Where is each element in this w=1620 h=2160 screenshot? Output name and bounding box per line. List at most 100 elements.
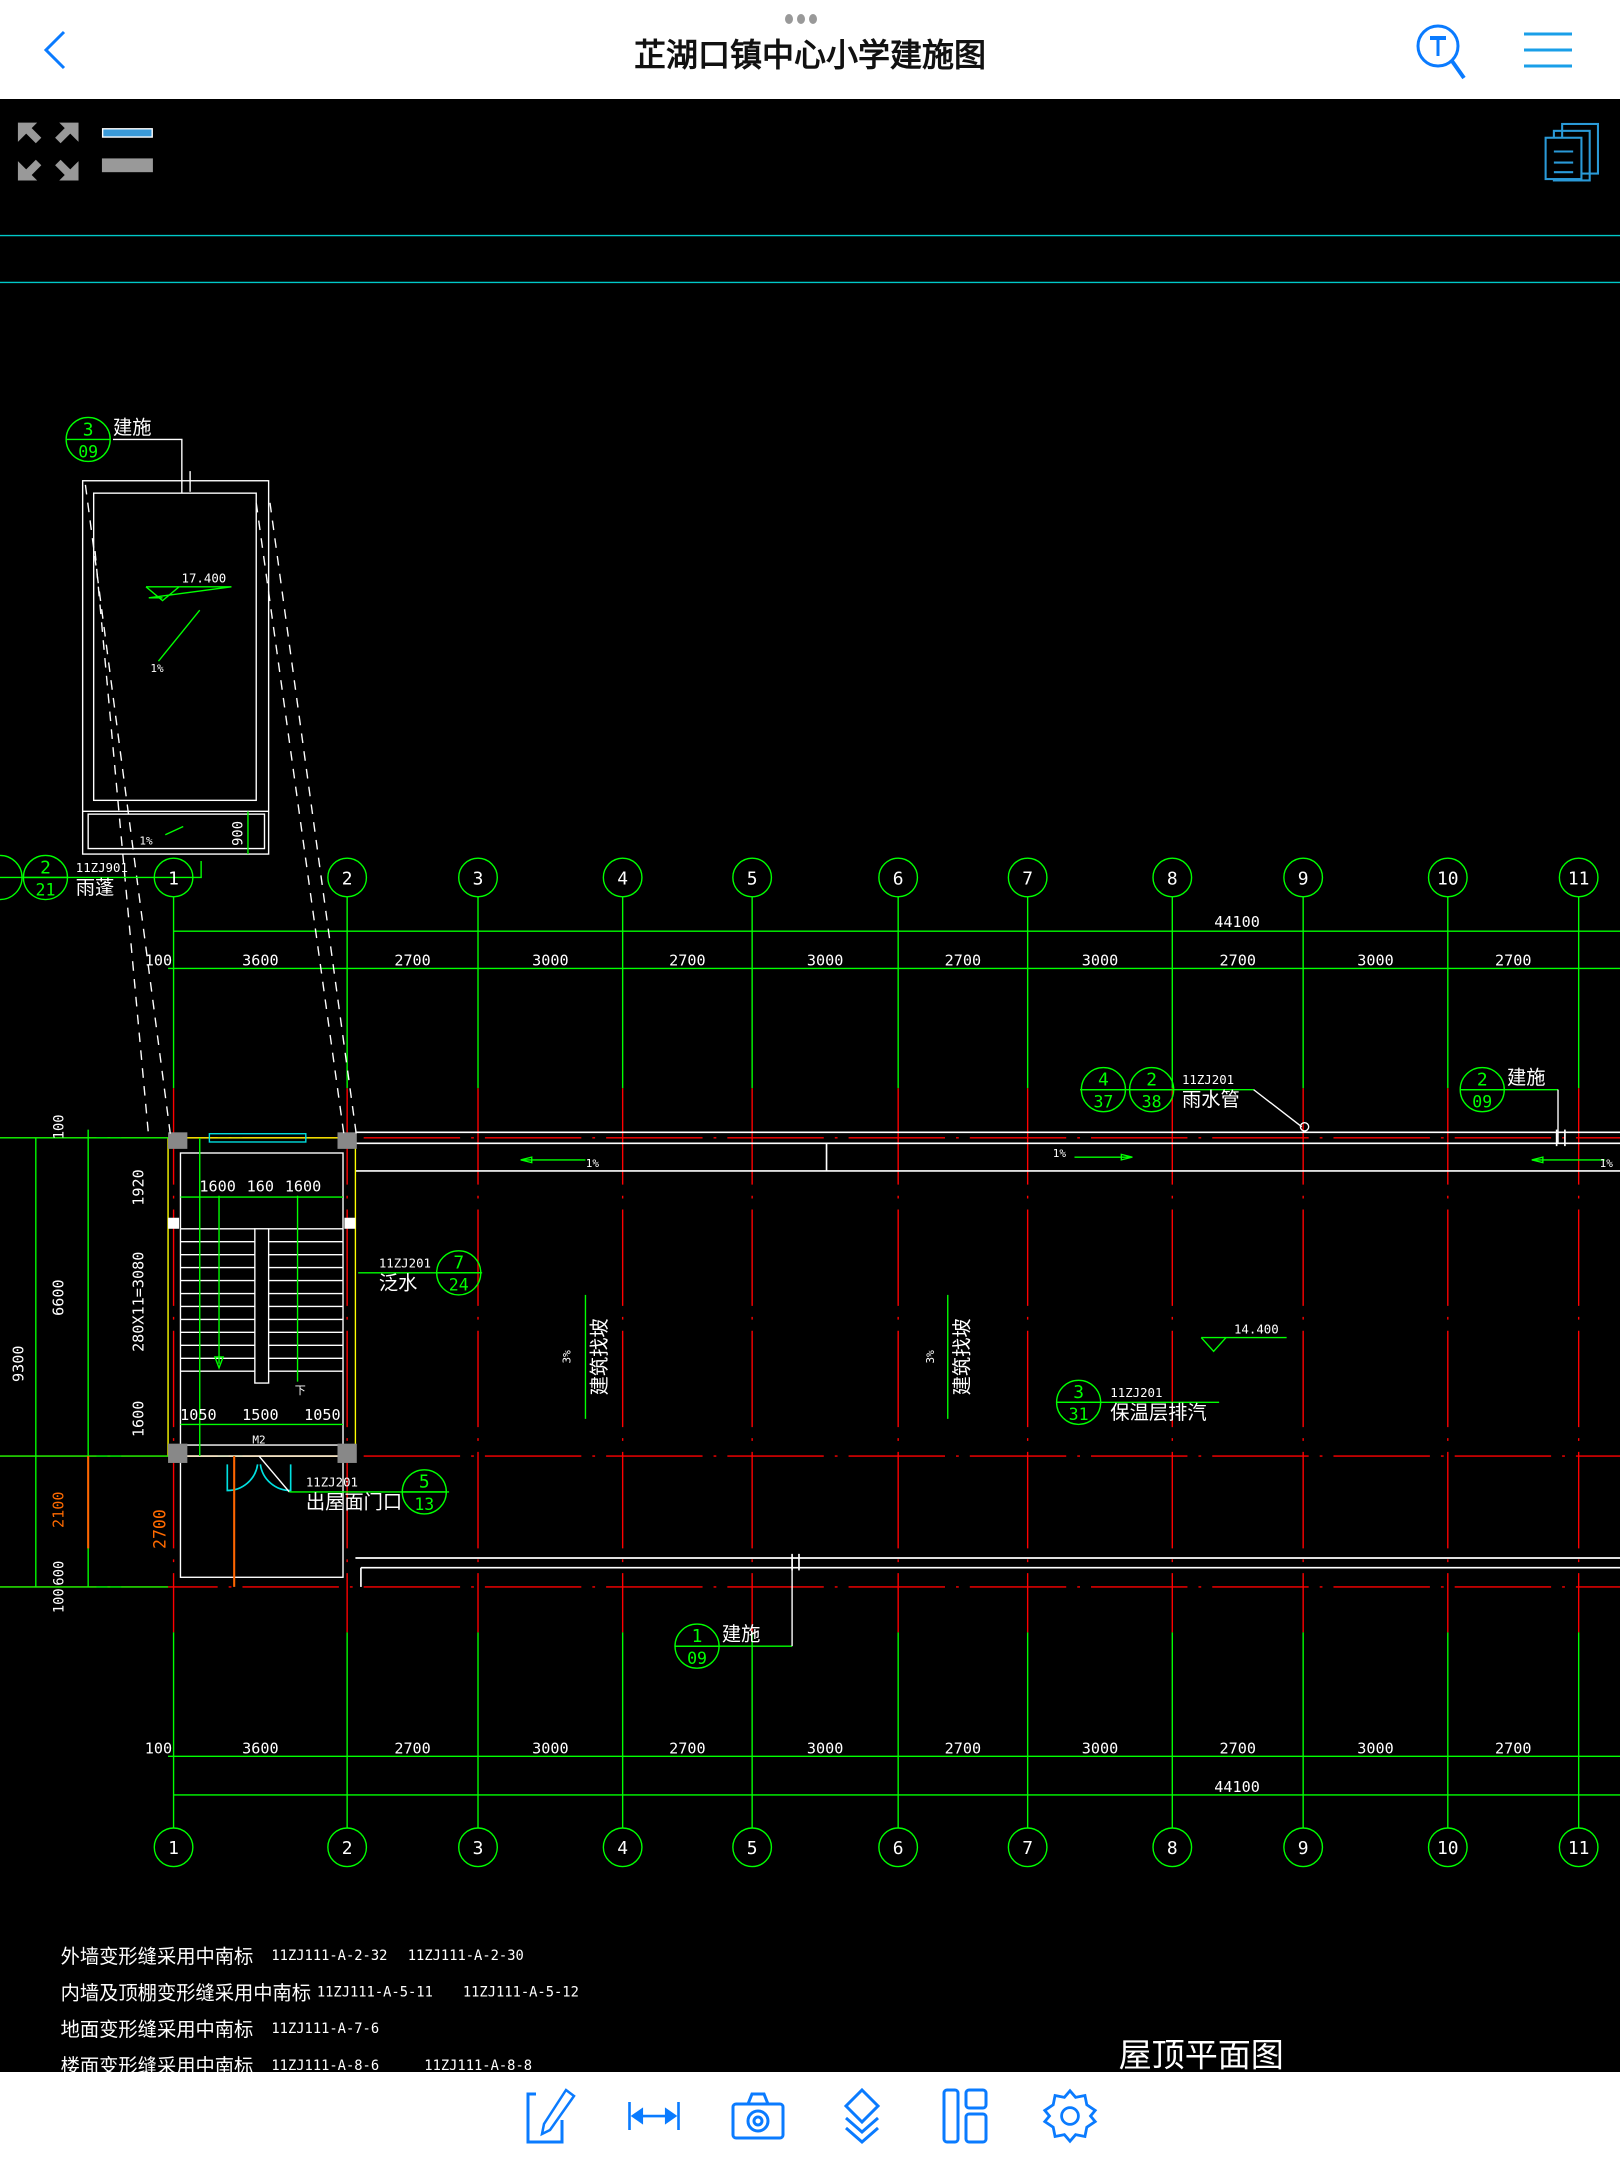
text-search-icon (1416, 24, 1466, 80)
ref-5-13-code: 11ZJ201 (306, 1474, 358, 1489)
axis-label-2: 2 (342, 1838, 353, 1859)
axis-bubble (1007, 1827, 1048, 1868)
axis-label-6: 6 (893, 868, 904, 889)
dimension-text: 1600 (129, 1401, 147, 1437)
dimension-text: 2700 (945, 1740, 981, 1758)
note-ref: 11ZJ111-A-5-12 (463, 1985, 579, 2001)
slope-text: 3% (924, 1350, 937, 1364)
dimension-text: 6600 (49, 1279, 67, 1315)
axis-label-1: 1 (168, 868, 179, 889)
stair-dimension-text: 1600 (199, 1178, 235, 1196)
dimension-text: 2700 (394, 952, 430, 970)
dimension-text: 2700 (669, 1740, 705, 1758)
settings-button[interactable] (1042, 2084, 1098, 2148)
stair-dimension-text: 1600 (285, 1178, 321, 1196)
axis-bubble (1427, 857, 1468, 898)
axis-label-7: 7 (1022, 1838, 1033, 1859)
ref-3-09-sheet: 09 (78, 442, 98, 461)
back-button[interactable] (30, 18, 94, 82)
slope-text: 1% (150, 662, 164, 675)
slope-text: 1% (586, 1157, 600, 1170)
note-ref: 11ZJ111-A-5-11 (317, 1985, 433, 2001)
axis-bubble (732, 857, 773, 898)
ref-3-31-label: 保温层排汽 (1110, 1401, 1206, 1424)
ref-5-13-num: 5 (419, 1472, 430, 1493)
canopy-plan (0, 438, 358, 1138)
axis-label-3: 3 (473, 868, 484, 889)
fullscreen-toggle-icon[interactable] (17, 122, 79, 181)
roof-parapet (355, 1129, 1620, 1587)
ref-1-09-sheet: 09 (687, 1649, 707, 1668)
screenshot-button[interactable] (730, 2084, 786, 2148)
ref-7-24-code: 11ZJ201 (379, 1255, 431, 1270)
door-swing-icon (226, 1464, 292, 1492)
slope-text: 3% (560, 1350, 573, 1364)
axis-label-4: 4 (617, 868, 628, 889)
dimension-text: 3000 (807, 1740, 843, 1758)
dimension-text: 2700 (1495, 952, 1531, 970)
dimension-text: 3000 (532, 1740, 568, 1758)
dimension-text: 100 (145, 1740, 172, 1758)
annotate-button[interactable] (522, 2084, 578, 2148)
axis-label-5: 5 (747, 1838, 758, 1859)
axis-bubble (327, 857, 368, 898)
dimension-text: 900 (230, 821, 246, 846)
axis-label-9: 9 (1298, 1838, 1309, 1859)
axis-bubble (732, 1827, 773, 1868)
dimension-text: 9300 (9, 1346, 27, 1382)
axis-label-9: 9 (1298, 868, 1309, 889)
axis-label-5: 5 (747, 868, 758, 889)
axis-bubble (878, 1827, 919, 1868)
axis-bubble (327, 1827, 368, 1868)
dimension-text: 3600 (242, 1740, 278, 1758)
dimension-text: 3000 (1357, 1740, 1393, 1758)
camera-icon (731, 2092, 785, 2140)
elevation-text: 17.400 (182, 571, 227, 586)
axis-bubble (1558, 1827, 1599, 1868)
dimension-text: 3600 (242, 952, 278, 970)
ref-3-09-label: 建施 (113, 416, 152, 439)
note-text: 地面变形缝采用中南标 (61, 2018, 254, 2041)
ref-2-38-label: 雨水管 (1182, 1088, 1240, 1111)
dimension-text: 100 (145, 952, 172, 970)
menu-button[interactable] (1516, 18, 1580, 82)
stair-down-mark: 下 (295, 1384, 306, 1397)
note-text: 外墙变形缝采用中南标 (61, 1945, 254, 1968)
axis-label-7: 7 (1022, 868, 1033, 889)
layer-visibility-toggle[interactable] (101, 128, 153, 173)
dimension-text: 2700 (669, 952, 705, 970)
sheet-list-icon[interactable] (1544, 122, 1599, 182)
dimension-text: 3000 (807, 952, 843, 970)
dimension-text: 100 (51, 1588, 67, 1613)
ref-2-38-code: 11ZJ201 (1182, 1072, 1234, 1087)
text-search-button[interactable] (1410, 18, 1474, 82)
layout-button[interactable] (938, 2084, 994, 2148)
axis-bubble (602, 857, 643, 898)
gear-icon (1042, 2088, 1098, 2144)
stair-dimension-text: 160 (247, 1178, 274, 1196)
left-dimension-lines (0, 1129, 236, 1588)
ref-2-38-sheet: 38 (1142, 1093, 1162, 1112)
cad-drawing-canvas[interactable]: 1122334455667788991010111136003600270027… (0, 99, 1620, 2072)
slope-text: 1% (139, 834, 153, 847)
stair-dimension-text: 1500 (242, 1406, 278, 1424)
ref-2-09-sheet: 09 (1472, 1093, 1492, 1112)
total-dimension-text: 44100 (1214, 1778, 1260, 1796)
drag-handle-dots[interactable] (785, 14, 817, 24)
measure-icon (628, 2102, 680, 2130)
detail-bubble-partial (0, 854, 23, 901)
slope-text: 1% (1053, 1147, 1067, 1160)
note-ref: 11ZJ111-A-2-32 (271, 1948, 387, 1964)
ref-1-09-num: 1 (692, 1626, 703, 1647)
axis-bubble (1152, 857, 1193, 898)
ref-7-24-num: 7 (453, 1253, 464, 1274)
dimension-text: 3000 (1357, 952, 1393, 970)
slope-text: 1% (1600, 1157, 1614, 1170)
layers-icon (843, 2087, 881, 2144)
top-nav-bar: 芷湖口镇中心小学建施图 (0, 0, 1620, 99)
measure-button[interactable] (626, 2084, 682, 2148)
ref-2-21-label: 雨蓬 (76, 876, 115, 899)
axis-bubble (1283, 1827, 1324, 1868)
note-ref: 11ZJ111-A-7-6 (271, 2021, 379, 2037)
layers-button[interactable] (834, 2084, 890, 2148)
